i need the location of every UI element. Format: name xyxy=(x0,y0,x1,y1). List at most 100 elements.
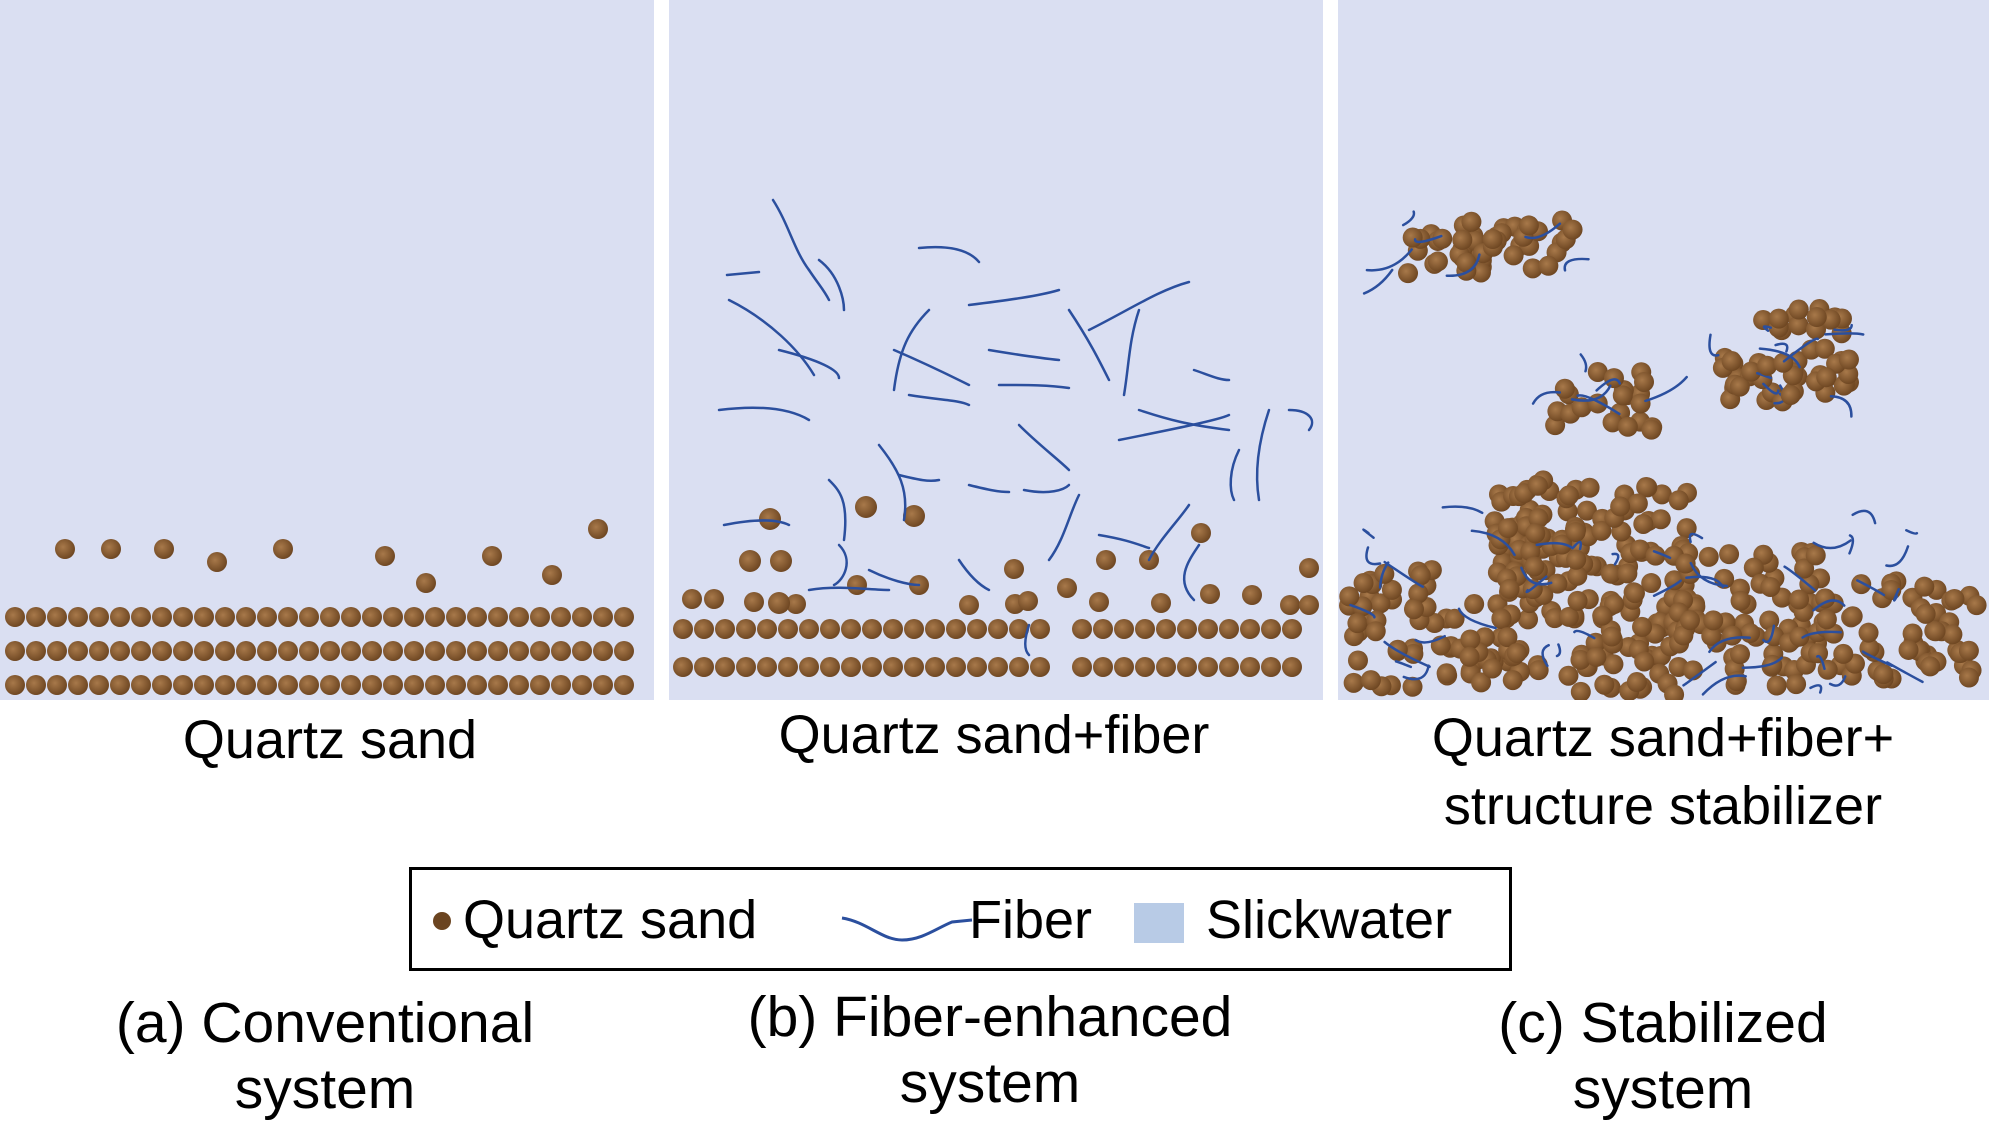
sand-grain xyxy=(778,619,798,639)
sand-grain xyxy=(1579,477,1600,498)
sand-grain xyxy=(1721,351,1742,372)
sand-grain xyxy=(841,619,861,639)
sand-grain xyxy=(482,546,502,566)
sand-grain xyxy=(47,607,67,627)
sand-grain xyxy=(383,675,403,695)
sand-grain xyxy=(1410,565,1431,586)
sand-grain xyxy=(131,675,151,695)
sand-grain xyxy=(1518,609,1539,630)
fiber-strand xyxy=(817,258,846,312)
sand-grain xyxy=(173,675,193,695)
sand-grain xyxy=(883,619,903,639)
fiber-strand xyxy=(1229,448,1241,502)
sand-grain xyxy=(194,641,214,661)
sand-grain xyxy=(1347,613,1368,634)
sand-grain xyxy=(1339,586,1360,607)
sand-grain xyxy=(704,589,724,609)
fiber-strand xyxy=(1402,664,1430,681)
sand-grain xyxy=(257,675,277,695)
sand-grain xyxy=(467,641,487,661)
sand-grain xyxy=(1360,670,1381,691)
legend-fiber-icon xyxy=(841,916,973,942)
sand-grain xyxy=(1403,643,1424,664)
sand-grain xyxy=(26,607,46,627)
fiber-strand xyxy=(1147,503,1191,562)
sand-grain xyxy=(1460,629,1481,650)
fiber-strand xyxy=(967,483,1011,494)
fiber-strand xyxy=(1457,607,1497,630)
fiber-strand xyxy=(1885,545,1910,568)
sand-grain xyxy=(1282,657,1302,677)
sand-grain xyxy=(1558,606,1579,627)
sand-grain xyxy=(1726,671,1747,692)
fiber-strand xyxy=(1595,378,1622,392)
sand-grain xyxy=(904,657,924,677)
fiber-strand xyxy=(717,406,811,422)
sand-grain xyxy=(215,675,235,695)
sand-grain xyxy=(1520,541,1541,562)
sand-grain xyxy=(1641,419,1662,440)
sand-grain xyxy=(1679,610,1700,631)
sand-grain xyxy=(1768,308,1789,329)
sand-grain xyxy=(1645,545,1666,566)
fiber-strand xyxy=(1441,505,1484,515)
sand-grain xyxy=(551,675,571,695)
fiber-strand xyxy=(1701,674,1747,696)
sand-grain xyxy=(1586,646,1607,667)
sand-grain xyxy=(542,565,562,585)
sand-grain xyxy=(988,657,1008,677)
fiber-strand xyxy=(1535,541,1574,550)
sand-grain xyxy=(1156,657,1176,677)
sand-grain xyxy=(1009,657,1029,677)
fiber-strand xyxy=(1394,660,1413,669)
sand-grain xyxy=(1398,263,1419,284)
sand-grain xyxy=(173,641,193,661)
legend-sand-label: Quartz sand xyxy=(463,890,758,950)
panel-b-caption: Quartz sand+fiber xyxy=(778,705,1210,765)
sand-grain xyxy=(110,675,130,695)
sand-grain xyxy=(1427,251,1448,272)
sand-grain xyxy=(362,675,382,695)
sand-grain xyxy=(1703,610,1724,631)
legend-symbols xyxy=(433,903,1184,943)
sand-grain xyxy=(1632,616,1653,637)
sand-grain xyxy=(425,641,445,661)
fiber-strand xyxy=(867,568,921,587)
fiber-strand xyxy=(1192,368,1231,382)
sand-grain xyxy=(1587,361,1608,382)
fiber-strand xyxy=(1758,347,1801,369)
sand-grain xyxy=(757,619,777,639)
fiber-strand xyxy=(1689,561,1729,588)
sand-grain xyxy=(1497,627,1518,648)
sand-grain xyxy=(1816,367,1837,388)
sand-grain xyxy=(786,594,806,614)
sand-grain xyxy=(1898,639,1919,660)
sand-grain xyxy=(488,675,508,695)
sand-grain xyxy=(173,607,193,627)
fiber-strand xyxy=(1809,684,1823,694)
sand-grain xyxy=(1842,606,1863,627)
sand-grain xyxy=(862,657,882,677)
sand-grain xyxy=(1444,608,1465,629)
sand-grain xyxy=(273,539,293,559)
sand-grain xyxy=(614,675,634,695)
panel-a-canvas xyxy=(5,519,634,695)
sand-grain xyxy=(1177,619,1197,639)
sand-grain xyxy=(1816,609,1837,630)
sand-grain xyxy=(1587,393,1608,414)
fiber-strand xyxy=(1688,532,1704,544)
sand-grain xyxy=(904,619,924,639)
sand-grain xyxy=(383,607,403,627)
fiber-strand xyxy=(987,348,1061,362)
fiber-strand xyxy=(1851,509,1877,525)
sand-grain xyxy=(1633,513,1654,534)
panel-b-canvas xyxy=(673,198,1319,677)
sand-grain xyxy=(1958,667,1979,688)
sand-grain xyxy=(404,675,424,695)
sand-grain xyxy=(1261,657,1281,677)
sand-grain xyxy=(467,607,487,627)
sand-grain xyxy=(1135,657,1155,677)
sand-grain xyxy=(1191,523,1211,543)
fiber-strand xyxy=(1892,587,1900,602)
sand-grain xyxy=(299,607,319,627)
